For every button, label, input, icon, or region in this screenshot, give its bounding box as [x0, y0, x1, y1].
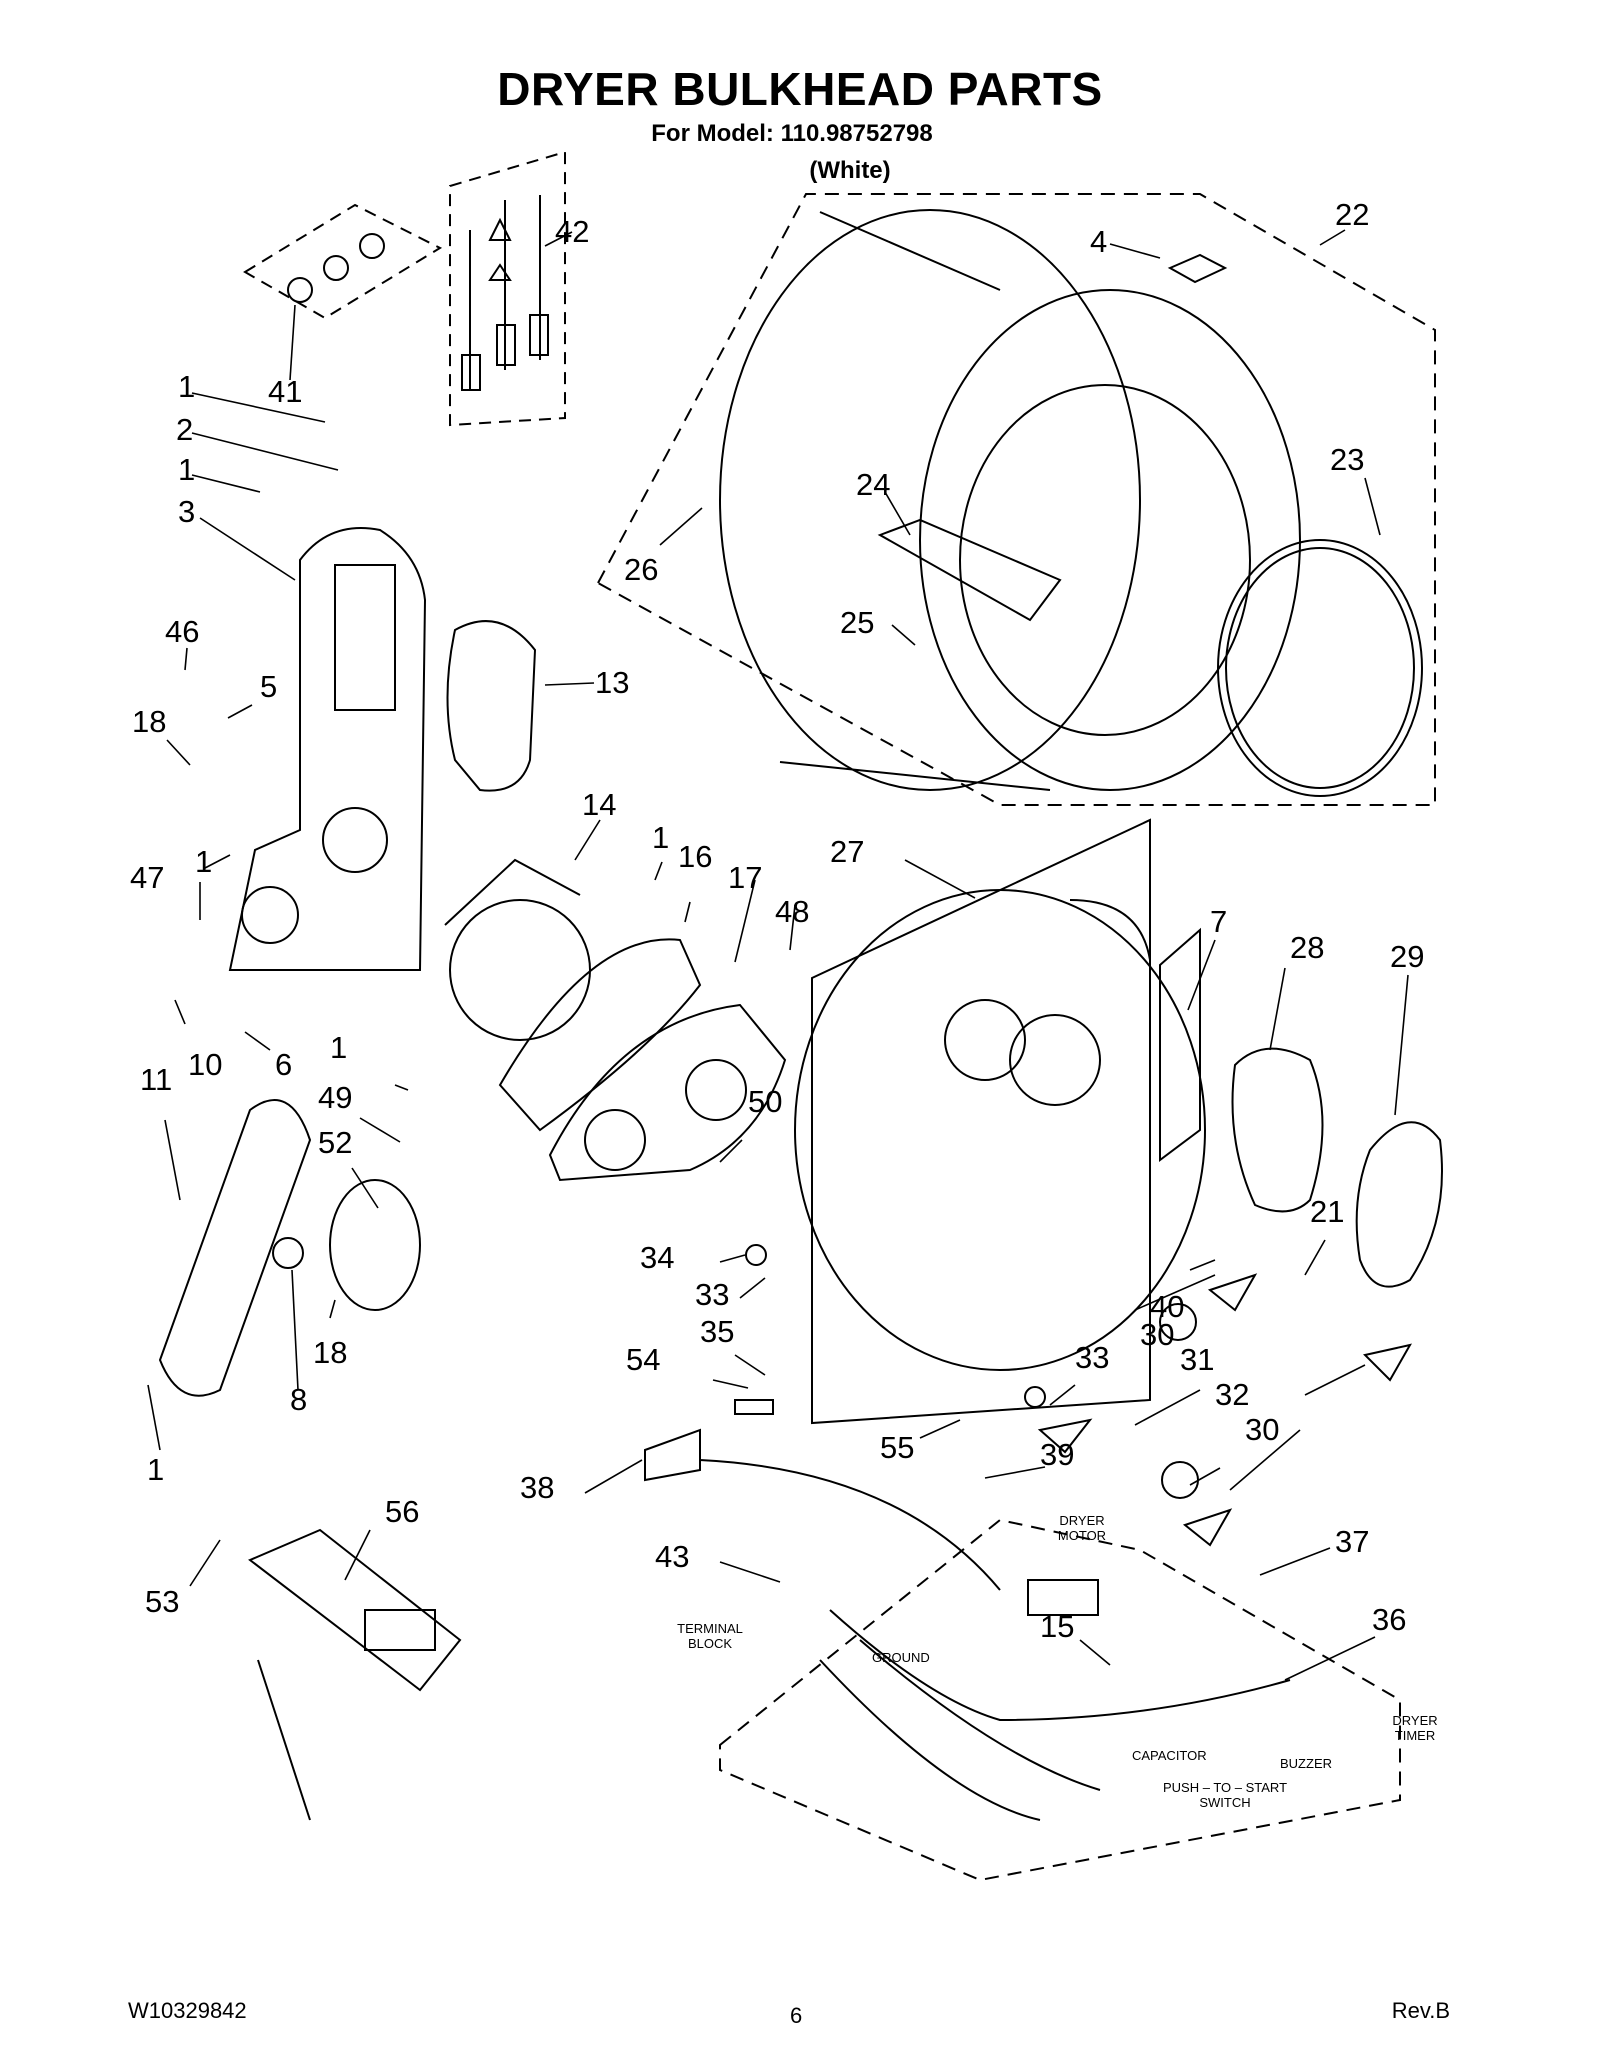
- color-variant: (White): [809, 157, 891, 184]
- callout-3: 3: [178, 494, 195, 529]
- leader-lines: [147, 229, 1409, 1681]
- callout-13: 13: [595, 665, 629, 700]
- callout-35: 35: [700, 1314, 734, 1349]
- gas-valve-part: [248, 1528, 462, 1821]
- callout-49: 49: [318, 1080, 352, 1115]
- hardware-parts: [734, 1244, 1412, 1547]
- callout-52: 52: [318, 1125, 352, 1160]
- callout-1-b: 1: [178, 452, 195, 487]
- callout-26: 26: [624, 552, 658, 587]
- callout-25: 25: [840, 605, 874, 640]
- callout-47: 47: [130, 860, 164, 895]
- page-title: DRYER BULKHEAD PARTS: [497, 63, 1103, 115]
- callout-43: 43: [655, 1539, 689, 1574]
- callout-50: 50: [748, 1084, 782, 1119]
- label-ground: GROUND: [872, 1650, 930, 1665]
- callout-33-a: 33: [695, 1277, 729, 1312]
- blower-wheel-part: [444, 858, 591, 1041]
- harness-wires-part: [449, 150, 566, 427]
- callout-55: 55: [880, 1430, 914, 1465]
- callout-28: 28: [1290, 930, 1324, 965]
- bushings-part: [243, 203, 443, 320]
- callout-6: 6: [275, 1047, 292, 1082]
- exhaust-duct-part: [158, 1099, 312, 1397]
- callout-40: 40: [1150, 1289, 1184, 1324]
- callout-18-b: 18: [313, 1335, 347, 1370]
- callout-29: 29: [1390, 939, 1424, 974]
- model-subtitle: For Model: 110.98752798: [651, 120, 933, 147]
- revision: Rev.B: [1391, 1998, 1450, 2023]
- callout-8: 8: [290, 1382, 307, 1417]
- callout-33-b: 33: [1075, 1340, 1109, 1375]
- power-cord-part: [644, 1428, 1001, 1591]
- callout-14: 14: [582, 787, 616, 822]
- callout-46: 46: [165, 614, 199, 649]
- callout-17: 17: [728, 860, 762, 895]
- callout-5: 5: [260, 669, 277, 704]
- callout-15: 15: [1040, 1609, 1074, 1644]
- callout-2: 2: [176, 412, 193, 447]
- callout-10: 10: [188, 1047, 222, 1082]
- callout-27: 27: [830, 834, 864, 869]
- page-number: 6: [790, 2003, 803, 2028]
- callout-31: 31: [1180, 1342, 1214, 1377]
- callout-22: 22: [1335, 197, 1369, 232]
- grille-cover-part: [329, 1179, 421, 1311]
- thermostat-part: [272, 1237, 304, 1269]
- drum-assembly: [596, 193, 1436, 806]
- callout-56: 56: [385, 1494, 419, 1529]
- callout-48: 48: [775, 894, 809, 929]
- callout-36: 36: [1372, 1602, 1406, 1637]
- callout-24: 24: [856, 467, 890, 502]
- motor-belt-part: [498, 938, 787, 1182]
- callout-39: 39: [1040, 1437, 1074, 1472]
- callout-1-e: 1: [330, 1030, 347, 1065]
- callout-32: 32: [1215, 1377, 1249, 1412]
- blower-housing-part: [228, 527, 427, 971]
- callout-7: 7: [1210, 904, 1227, 939]
- blower-seal-part: [446, 620, 537, 792]
- callout-1-c: 1: [652, 820, 669, 855]
- callout-53: 53: [145, 1584, 179, 1619]
- callout-21: 21: [1310, 1194, 1344, 1229]
- callout-11: 11: [140, 1062, 172, 1097]
- front-seal-part: [1231, 1047, 1324, 1213]
- callout-37: 37: [1335, 1524, 1369, 1559]
- label-capacitor: CAPACITOR: [1132, 1748, 1207, 1763]
- callout-30-a: 30: [1140, 1317, 1174, 1352]
- lint-filter-part: [1159, 927, 1201, 1162]
- wiring-harness-part: [719, 1518, 1401, 1882]
- callout-16: 16: [678, 839, 712, 874]
- callout-30-b: 30: [1245, 1412, 1279, 1447]
- callout-42: 42: [555, 214, 589, 249]
- callout-38: 38: [520, 1470, 554, 1505]
- callout-18-a: 18: [132, 704, 166, 739]
- doc-number: W10329842: [128, 1998, 247, 2023]
- callout-23: 23: [1330, 442, 1364, 477]
- callout-1-a: 1: [178, 369, 195, 404]
- label-buzzer: BUZZER: [1280, 1756, 1332, 1771]
- rear-bulkhead-part: [794, 818, 1206, 1425]
- callout-4: 4: [1090, 224, 1107, 259]
- callout-1-f: 1: [147, 1452, 164, 1487]
- callout-41: 41: [268, 374, 302, 409]
- callout-34: 34: [640, 1240, 674, 1275]
- callout-1-d: 1: [195, 844, 212, 879]
- grille-part: [1355, 1121, 1443, 1288]
- callout-54: 54: [626, 1342, 660, 1377]
